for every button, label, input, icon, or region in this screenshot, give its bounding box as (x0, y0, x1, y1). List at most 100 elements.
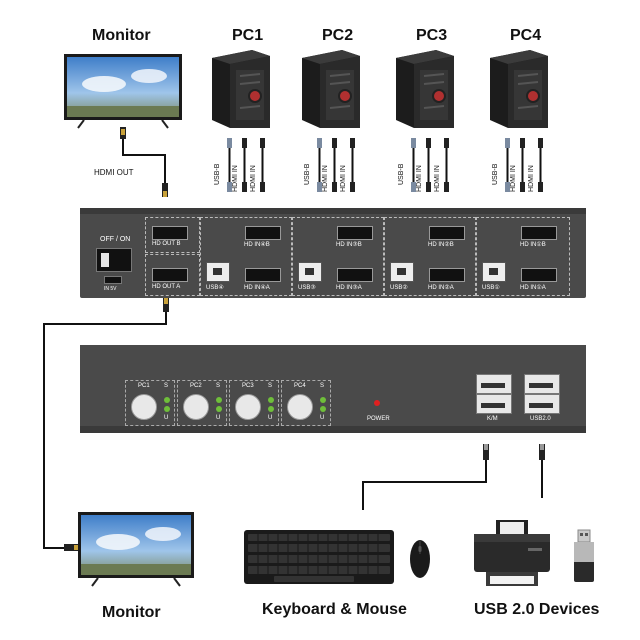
mouse (410, 540, 430, 578)
pc1-tower (212, 50, 270, 128)
pc1-selector-group (125, 380, 175, 426)
pc4-s-led (320, 397, 326, 403)
usb-b-port-2[interactable] (390, 262, 414, 282)
pc2-tower (302, 50, 360, 128)
pc3-hdmi-in-label-2: HDMI IN (434, 165, 441, 192)
pc2-s-label: S (216, 383, 221, 389)
pc2-u-led (216, 406, 222, 412)
hdmi-port-out-b[interactable] (152, 226, 188, 240)
hd-in-3b-label: HD IN③B (336, 242, 362, 248)
monitor-bottom (78, 512, 194, 587)
hdmi-out-cable (120, 127, 168, 197)
hd-in-4b-label: HD IN④B (244, 242, 270, 248)
pc4-usb-b-label: USB-B (492, 163, 499, 185)
pc3-u-label: U (268, 415, 273, 421)
pc2-usb-b-label: USB-B (304, 163, 311, 185)
off-on-label: OFF / ON (100, 236, 131, 243)
hdmi-port-in-4a[interactable] (245, 268, 281, 282)
pc1-s-label: S (164, 383, 169, 389)
pc2-hdmi-in-label-2: HDMI IN (340, 165, 347, 192)
pc3-select-button[interactable] (235, 394, 261, 420)
pc2-label: PC2 (322, 27, 354, 44)
km-usb-port-1-slot (481, 383, 505, 388)
hd-out-b-group (145, 217, 200, 253)
hd-in-2b-label: HD IN②B (428, 242, 454, 248)
usb-1-label: USB① (482, 285, 500, 291)
pc3-u-led (268, 406, 274, 412)
hdmi-port-in-4b[interactable] (245, 226, 281, 240)
pc4-u-label: U (320, 415, 325, 421)
pc1-u-led (164, 406, 170, 412)
hd-in-1b-label: HD IN①B (520, 242, 546, 248)
usb-b-port-2-socket (397, 268, 406, 275)
hd-in-4a-label: HD IN④A (244, 285, 270, 291)
pc1-label: PC1 (232, 27, 264, 44)
pc2-u-label: U (216, 415, 221, 421)
hdmi-port-in-3b[interactable] (337, 226, 373, 240)
printer (474, 520, 550, 586)
back-panel-top-edge (80, 208, 586, 214)
pc3-button-label: PC3 (242, 383, 254, 389)
back-panel (80, 208, 586, 298)
pc1-select-button[interactable] (131, 394, 157, 420)
pc4-cables (505, 138, 543, 192)
pc2-hdmi-in-label-1: HDMI IN (322, 165, 329, 192)
hd-in-2a-label: HD IN②A (428, 285, 454, 291)
pc3-s-led (268, 397, 274, 403)
hd-in-3a-label: HD IN③A (336, 285, 362, 291)
keyboard-mouse-label: Keyboard & Mouse (262, 601, 407, 618)
pc4-port-group (200, 217, 292, 296)
pc3-hdmi-in-label-1: HDMI IN (416, 165, 423, 192)
usb-b-port-3[interactable] (298, 262, 322, 282)
hdmi-port-in-3a[interactable] (337, 268, 373, 282)
monitor-top (64, 54, 182, 129)
pc2-s-led (216, 397, 222, 403)
usb-b-port-4-socket (213, 268, 222, 275)
km-label: K/M (487, 416, 498, 422)
pc1-s-led (164, 397, 170, 403)
pc4-hdmi-in-label-1: HDMI IN (510, 165, 517, 192)
pc4-selector-group (281, 380, 331, 426)
pc3-selector-group (229, 380, 279, 426)
hdmi-port-in-2b[interactable] (429, 226, 465, 240)
hdmi-port-in-2a[interactable] (429, 268, 465, 282)
power-switch[interactable] (96, 248, 132, 272)
usb-b-port-1[interactable] (482, 262, 506, 282)
usb-b-port-4[interactable] (206, 262, 230, 282)
usb20-port-2[interactable] (524, 394, 560, 414)
hdmi-out-label: HDMI OUT (94, 168, 134, 177)
pc1-hdmi-in-label-1: HDMI IN (232, 165, 239, 192)
hdmi-port-out-a[interactable] (152, 268, 188, 282)
in-5v-label: IN 5V (104, 286, 117, 292)
hd-out-a-group (145, 254, 200, 296)
usb-3-label: USB③ (298, 285, 316, 291)
usb20-port-1[interactable] (524, 374, 560, 394)
usb-cables (362, 444, 545, 510)
pc2-selector-group (177, 380, 227, 426)
monitor-top-label: Monitor (92, 27, 151, 44)
pc4-button-label: PC4 (294, 383, 306, 389)
hdmi-out-a-cable (43, 298, 169, 551)
usb20-port-2-slot (529, 403, 553, 408)
km-usb-port-2-slot (481, 403, 505, 408)
hdmi-port-in-1a[interactable] (521, 268, 557, 282)
usb20-label: USB2.0 (530, 416, 551, 422)
usb-b-port-3-socket (305, 268, 314, 275)
km-usb-port-2[interactable] (476, 394, 512, 414)
pc2-select-button[interactable] (183, 394, 209, 420)
km-usb-port-1[interactable] (476, 374, 512, 394)
usb-2-label: USB② (390, 285, 408, 291)
pc3-label: PC3 (416, 27, 448, 44)
pc1-port-group (476, 217, 570, 296)
hd-out-b-label: HD OUT B (152, 241, 181, 247)
hdmi-port-in-1b[interactable] (521, 226, 557, 240)
pc4-select-button[interactable] (287, 394, 313, 420)
pc3-usb-b-label: USB-B (398, 163, 405, 185)
usb-devices-label: USB 2.0 Devices (474, 601, 600, 618)
pc1-usb-b-label: USB-B (214, 163, 221, 185)
keyboard (244, 530, 394, 584)
usb20-port-1-slot (529, 383, 553, 388)
hd-in-1a-label: HD IN①A (520, 285, 546, 291)
pc4-hdmi-in-label-2: HDMI IN (528, 165, 535, 192)
monitor-bottom-label: Monitor (102, 604, 161, 621)
